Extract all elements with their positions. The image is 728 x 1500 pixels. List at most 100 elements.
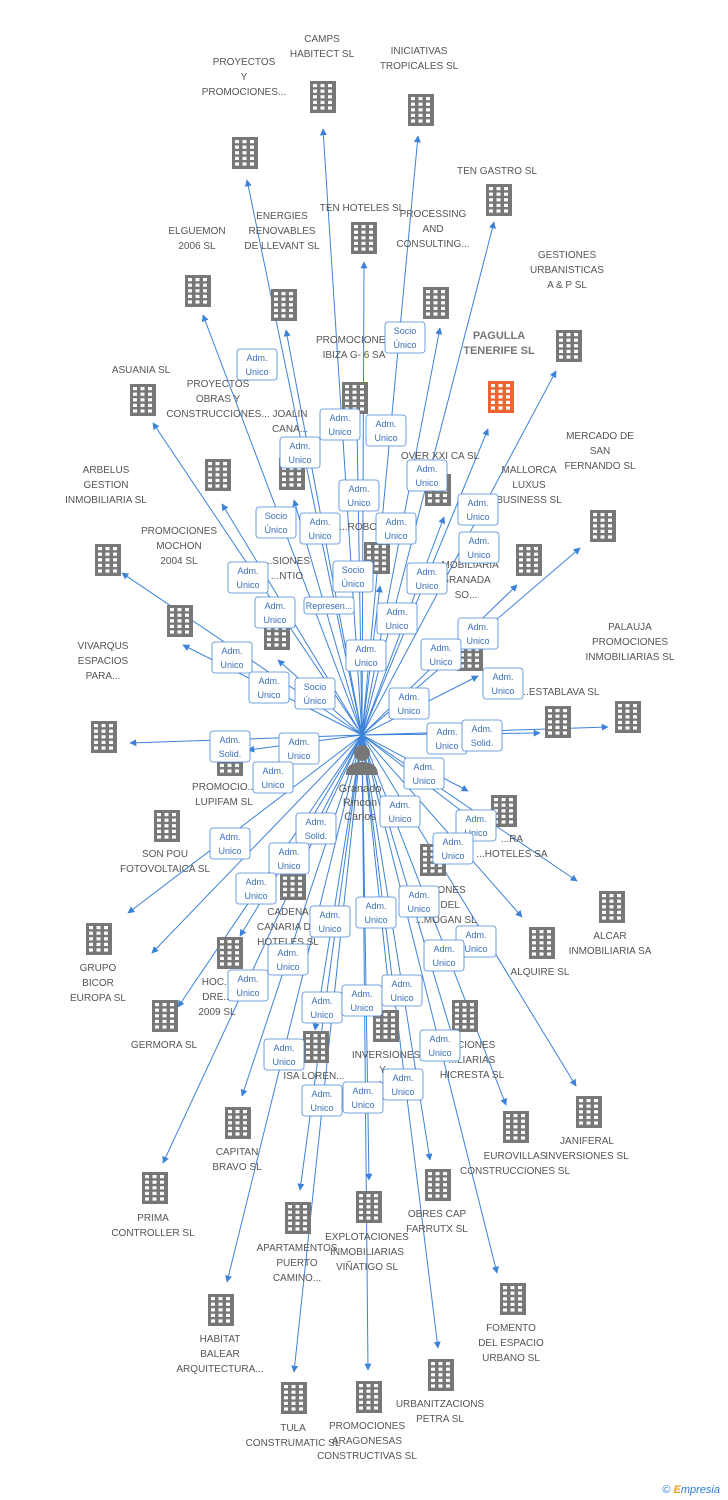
role-tag[interactable]: Adm.Unico bbox=[406, 459, 448, 492]
role-tag-text: Adm. bbox=[429, 1034, 450, 1044]
role-tag[interactable]: Adm.Unico bbox=[227, 561, 269, 594]
role-tag-text: Adm. bbox=[467, 498, 488, 508]
role-tag[interactable]: Adm.Unico bbox=[345, 639, 387, 672]
role-tag[interactable]: Adm.Unico bbox=[457, 493, 499, 526]
role-tag[interactable]: Adm.Unico bbox=[379, 795, 421, 828]
role-tag[interactable]: Adm.Unico bbox=[301, 991, 343, 1024]
footer-brand[interactable]: © Empresia bbox=[662, 1484, 720, 1496]
company-node[interactable]: GERMORA SL bbox=[131, 1000, 198, 1051]
role-tag[interactable]: Adm.Unico bbox=[263, 1038, 305, 1071]
company-node[interactable]: PROCESSINGANDCONSULTING... bbox=[396, 209, 470, 319]
role-tag[interactable]: Adm.Unico bbox=[268, 842, 310, 875]
role-tag[interactable]: Adm.Unico bbox=[403, 757, 445, 790]
company-node[interactable]: ALQUIRE SL bbox=[511, 927, 570, 978]
copyright-symbol: © bbox=[662, 1484, 671, 1496]
role-tag[interactable]: Adm.Unico bbox=[423, 939, 465, 972]
role-tag[interactable]: Adm.Unico bbox=[375, 512, 417, 545]
role-tag[interactable]: Adm.Unico bbox=[267, 943, 309, 976]
company-node[interactable]: TEN HOTELES SL bbox=[320, 203, 405, 254]
role-tag[interactable]: Adm.Unico bbox=[355, 896, 397, 929]
role-tag[interactable]: Adm.Unico bbox=[278, 732, 320, 765]
role-tag[interactable]: Adm.Unico bbox=[381, 974, 423, 1007]
role-tag[interactable]: Adm.Unico bbox=[227, 969, 269, 1002]
role-tag[interactable]: Adm.Unico bbox=[319, 408, 361, 441]
role-tag[interactable]: Adm.Unico bbox=[338, 479, 380, 512]
role-tag[interactable]: Adm.Unico bbox=[388, 687, 430, 720]
company-node[interactable]: ...RA...HOTELES SA bbox=[476, 795, 548, 860]
role-tag[interactable]: Adm.Unico bbox=[376, 602, 418, 635]
role-tag[interactable]: Adm.Unico bbox=[299, 512, 341, 545]
role-tag[interactable]: Adm.Unico bbox=[457, 617, 499, 650]
company-node[interactable]: APARTAMENTOSPUERTOCAMINO... bbox=[257, 1202, 338, 1284]
role-tag[interactable]: Adm.Unico bbox=[426, 722, 468, 755]
center-node[interactable]: Granado Rincon Carlos bbox=[339, 745, 382, 823]
role-tag[interactable]: Adm.Solid. bbox=[209, 730, 251, 763]
role-tag[interactable]: Adm.Unico bbox=[365, 414, 407, 447]
company-label: INVERSIONES bbox=[352, 1050, 421, 1061]
role-tag[interactable]: Adm.Unico bbox=[482, 667, 524, 700]
role-tag[interactable]: Adm.Unico bbox=[236, 348, 278, 381]
role-tag[interactable]: Adm.Unico bbox=[254, 596, 296, 629]
role-tag[interactable]: Represen... bbox=[303, 596, 355, 615]
role-tag[interactable]: Adm.Unico bbox=[458, 531, 500, 564]
role-tag[interactable]: Adm.Unico bbox=[248, 671, 290, 704]
role-tag[interactable]: Adm.Unico bbox=[398, 885, 440, 918]
role-tag[interactable]: Adm.Unico bbox=[419, 1029, 461, 1062]
role-tag[interactable]: Adm.Unico bbox=[341, 984, 383, 1017]
company-node[interactable]: VIVARQUSESPACIOSPARA... bbox=[78, 641, 129, 753]
role-tag[interactable]: Adm.Unico bbox=[406, 562, 448, 595]
role-tag[interactable]: Adm.Unico bbox=[301, 1084, 343, 1117]
role-tag[interactable]: Adm.Unico bbox=[432, 832, 474, 865]
company-node[interactable]: ASUANIA SL bbox=[112, 365, 171, 416]
company-label: AND bbox=[422, 224, 443, 235]
role-tag[interactable]: Adm.Unico bbox=[342, 1081, 384, 1114]
role-tag[interactable]: Adm.Unico bbox=[455, 925, 497, 958]
company-node[interactable]: TEN GASTRO SL bbox=[457, 166, 537, 216]
role-tag[interactable]: Adm.Unico bbox=[211, 641, 253, 674]
role-tag[interactable]: Adm.Unico bbox=[382, 1068, 424, 1101]
role-tag[interactable]: Adm.Solid. bbox=[295, 812, 337, 845]
role-tag[interactable]: Adm.Unico bbox=[309, 905, 351, 938]
role-tag[interactable]: Adm.Unico bbox=[235, 872, 277, 905]
company-node[interactable]: PROYECTOSYPROMOCIONES... bbox=[202, 57, 286, 169]
role-tag[interactable]: Adm.Unico bbox=[209, 827, 251, 860]
role-tag[interactable]: Adm.Unico bbox=[420, 638, 462, 671]
company-node[interactable]: HOC...DRE...2009 SL bbox=[198, 937, 243, 1018]
role-tag[interactable]: Adm.Unico bbox=[279, 436, 321, 469]
company-node[interactable]: HABITATBALEARARQUITECTURA... bbox=[176, 1294, 264, 1375]
company-node[interactable]: ...ESTABLAVA SL bbox=[521, 687, 600, 738]
role-tag[interactable]: Adm.Unico bbox=[252, 761, 294, 794]
role-tag[interactable]: Adm.Solid. bbox=[461, 719, 503, 752]
